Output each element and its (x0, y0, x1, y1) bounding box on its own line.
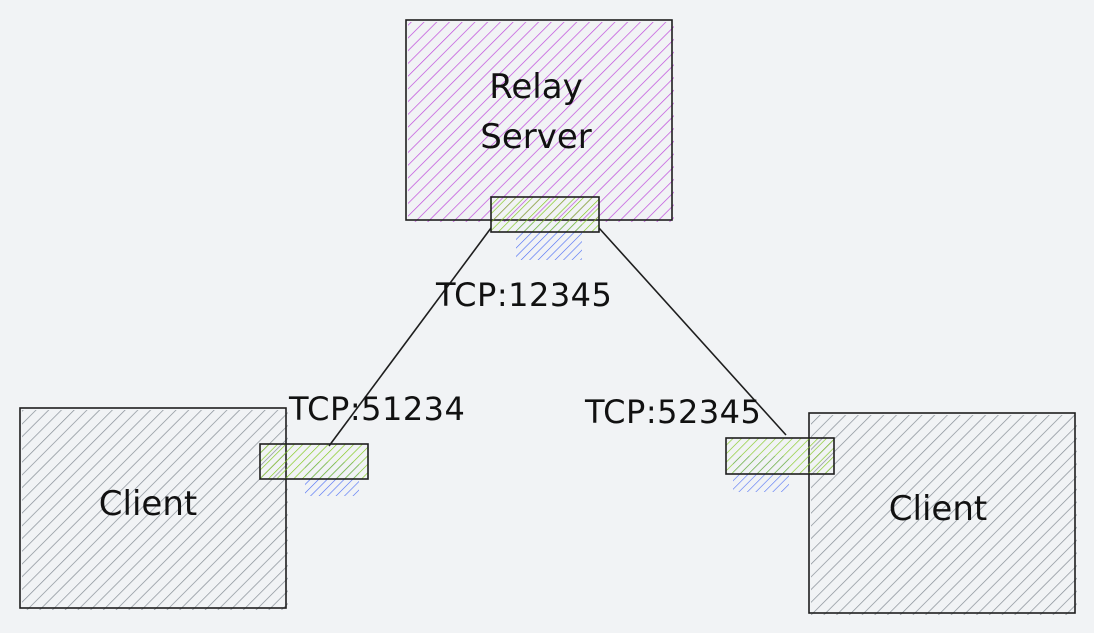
client-left-port-label: TCP:51234 (288, 390, 465, 428)
client-right-port[interactable] (725, 437, 835, 492)
connection-line-right (598, 227, 787, 436)
server-port-label: TCP:12345 (435, 276, 612, 314)
relay-server-node[interactable]: Relay Server (405, 19, 674, 222)
client-right-port-label: TCP:52345 (584, 393, 761, 431)
client-left-port[interactable] (259, 443, 369, 496)
client-left-label: Client (99, 484, 197, 524)
client-right-node[interactable]: Client (808, 412, 1077, 615)
client-right-label: Client (889, 489, 987, 529)
server-port[interactable] (490, 196, 600, 260)
relay-server-label-line2: Server (480, 117, 592, 157)
connection-line-left (328, 227, 492, 447)
relay-server-label-line1: Relay (489, 67, 582, 107)
client-left-node[interactable]: Client (19, 407, 288, 610)
